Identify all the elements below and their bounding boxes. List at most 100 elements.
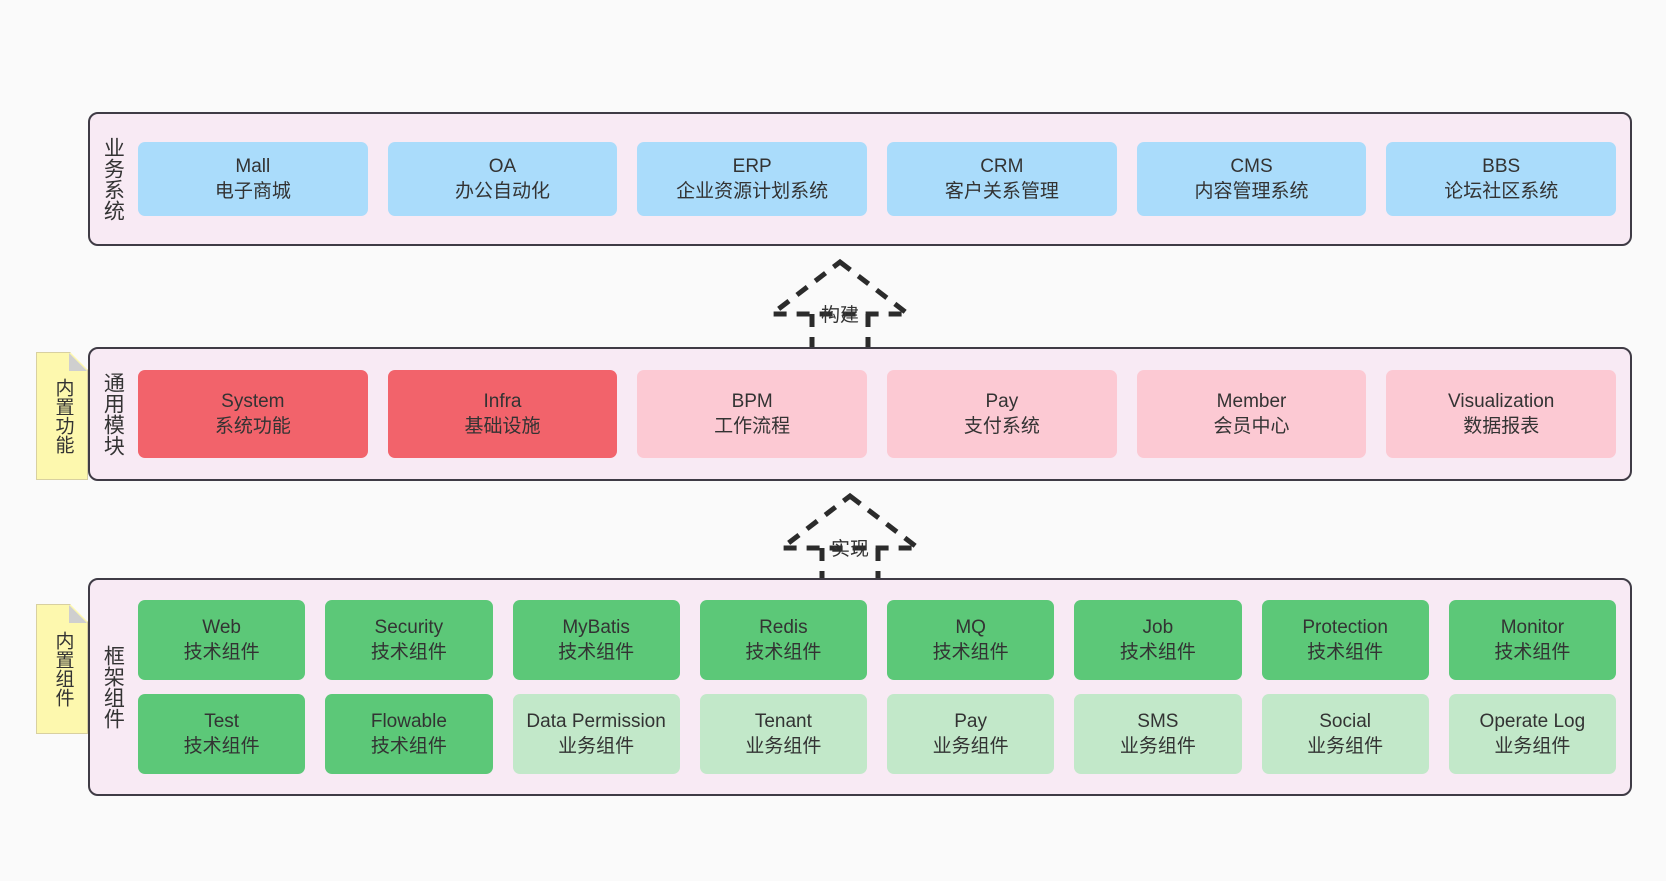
node-title: CMS [1230,155,1273,177]
note-label: 内置功能 [52,378,74,454]
node-mq[interactable]: MQ 技术组件 [887,600,1055,680]
node-system[interactable]: System 系统功能 [138,370,368,458]
note-fold-icon [69,353,87,371]
node-title: Pay [985,390,1019,412]
band-caption-framework: 框架组件 [101,645,125,729]
node-subtitle: 技术组件 [932,642,1009,663]
node-redis[interactable]: Redis 技术组件 [699,600,867,680]
node-monitor[interactable]: Monitor 技术组件 [1448,600,1616,680]
node-web[interactable]: Web 技术组件 [138,600,306,680]
node-title: Tenant [754,710,812,732]
node-mall[interactable]: Mall 电子商城 [138,142,368,216]
node-mybatis[interactable]: MyBatis 技术组件 [512,600,680,680]
node-subtitle: 业务组件 [1307,736,1384,757]
node-protection[interactable]: Protection 技术组件 [1261,600,1429,680]
node-title: Operate Log [1479,710,1586,732]
band-row: Mall 电子商城 OA 办公自动化 ERP 企业资源计划系统 CRM 客户关系… [138,142,1617,216]
note-builtin-component: 内置组件 [36,604,88,734]
arrow-realize: 实现 [770,490,930,588]
node-social[interactable]: Social 业务组件 [1261,694,1429,774]
node-subtitle: 技术组件 [1119,642,1196,663]
band-body-framework: Web 技术组件 Security 技术组件 MyBatis 技术组件 Redi… [134,580,1630,794]
band-row: Test 技术组件 Flowable 技术组件 Data Permission … [138,694,1616,774]
node-title: Test [204,710,240,732]
node-bbs[interactable]: BBS 论坛社区系统 [1386,142,1617,216]
node-title: CRM [980,155,1024,177]
node-subtitle: 业务组件 [1119,736,1196,757]
node-subtitle: 技术组件 [1307,642,1384,663]
band-caption-common: 通用模块 [101,372,125,456]
node-title: Monitor [1500,616,1565,638]
arrow-build-label: 构建 [820,305,860,326]
band-framework-components: 框架组件 Web 技术组件 Security 技术组件 MyBatis 技术组件… [88,578,1632,796]
node-flowable[interactable]: Flowable 技术组件 [325,694,493,774]
band-row: Web 技术组件 Security 技术组件 MyBatis 技术组件 Redi… [138,600,1616,680]
node-subtitle: 客户关系管理 [944,181,1059,202]
node-subtitle: 会员中心 [1213,416,1290,437]
node-subtitle: 支付系统 [963,416,1040,437]
node-subtitle: 业务组件 [932,736,1009,757]
node-subtitle: 技术组件 [1494,642,1571,663]
node-subtitle: 技术组件 [183,642,260,663]
node-title: Visualization [1448,390,1555,412]
node-pay[interactable]: Pay 支付系统 [887,370,1117,458]
band-body-business: Mall 电子商城 OA 办公自动化 ERP 企业资源计划系统 CRM 客户关系… [134,114,1630,244]
node-title: System [221,390,285,412]
node-infra[interactable]: Infra 基础设施 [387,370,618,458]
node-title: Mall [235,155,271,177]
node-member[interactable]: Member 会员中心 [1136,370,1367,458]
band-row: System 系统功能 Infra 基础设施 BPM 工作流程 Pay 支付系统… [138,370,1617,458]
band-common-modules: 通用模块 System 系统功能 Infra 基础设施 BPM 工作流程 Pay… [88,347,1632,481]
node-title: Data Permission [526,710,666,732]
node-subtitle: 论坛社区系统 [1444,181,1559,202]
node-title: BBS [1482,155,1521,177]
node-sms[interactable]: SMS 业务组件 [1074,694,1242,774]
node-title: Social [1319,710,1371,732]
node-bpm[interactable]: BPM 工作流程 [637,370,868,458]
node-subtitle: 企业资源计划系统 [676,181,829,202]
node-job[interactable]: Job 技术组件 [1074,600,1242,680]
node-subtitle: 基础设施 [464,416,541,437]
band-business-systems: 业务系统 Mall 电子商城 OA 办公自动化 ERP 企业资源计划系统 CRM… [88,112,1632,246]
node-subtitle: 办公自动化 [455,181,551,202]
node-subtitle: 业务组件 [558,736,635,757]
node-subtitle: 技术组件 [558,642,635,663]
node-oa[interactable]: OA 办公自动化 [387,142,618,216]
node-title: Infra [483,390,522,412]
node-subtitle: 电子商城 [214,181,291,202]
node-crm[interactable]: CRM 客户关系管理 [887,142,1117,216]
node-test[interactable]: Test 技术组件 [138,694,306,774]
node-tenant[interactable]: Tenant 业务组件 [699,694,867,774]
arrow-build: 构建 [760,256,920,354]
node-subtitle: 业务组件 [745,736,822,757]
node-subtitle: 工作流程 [714,416,791,437]
node-title: ERP [732,155,772,177]
node-title: Pay [954,710,987,732]
node-subtitle: 技术组件 [745,642,822,663]
note-builtin-function: 内置功能 [36,352,88,480]
node-subtitle: 技术组件 [370,736,447,757]
node-title: MQ [955,616,986,638]
node-title: Flowable [370,710,447,732]
node-title: BPM [731,390,773,412]
node-erp[interactable]: ERP 企业资源计划系统 [637,142,868,216]
note-label: 内置组件 [52,631,74,707]
arrow-realize-label: 实现 [830,539,870,560]
node-title: MyBatis [562,616,630,638]
node-title: Job [1142,616,1174,638]
node-security[interactable]: Security 技术组件 [325,600,493,680]
node-title: Security [374,616,444,638]
node-title: Redis [759,616,808,638]
node-subtitle: 内容管理系统 [1194,181,1309,202]
node-pay-component[interactable]: Pay 业务组件 [887,694,1055,774]
node-subtitle: 技术组件 [370,642,447,663]
node-operate-log[interactable]: Operate Log 业务组件 [1448,694,1616,774]
node-visualization[interactable]: Visualization 数据报表 [1386,370,1617,458]
note-fold-icon [69,605,87,623]
band-body-common: System 系统功能 Infra 基础设施 BPM 工作流程 Pay 支付系统… [134,349,1630,479]
node-data-permission[interactable]: Data Permission 业务组件 [512,694,680,774]
node-title: Protection [1302,616,1388,638]
node-title: Member [1216,390,1287,412]
node-cms[interactable]: CMS 内容管理系统 [1136,142,1367,216]
